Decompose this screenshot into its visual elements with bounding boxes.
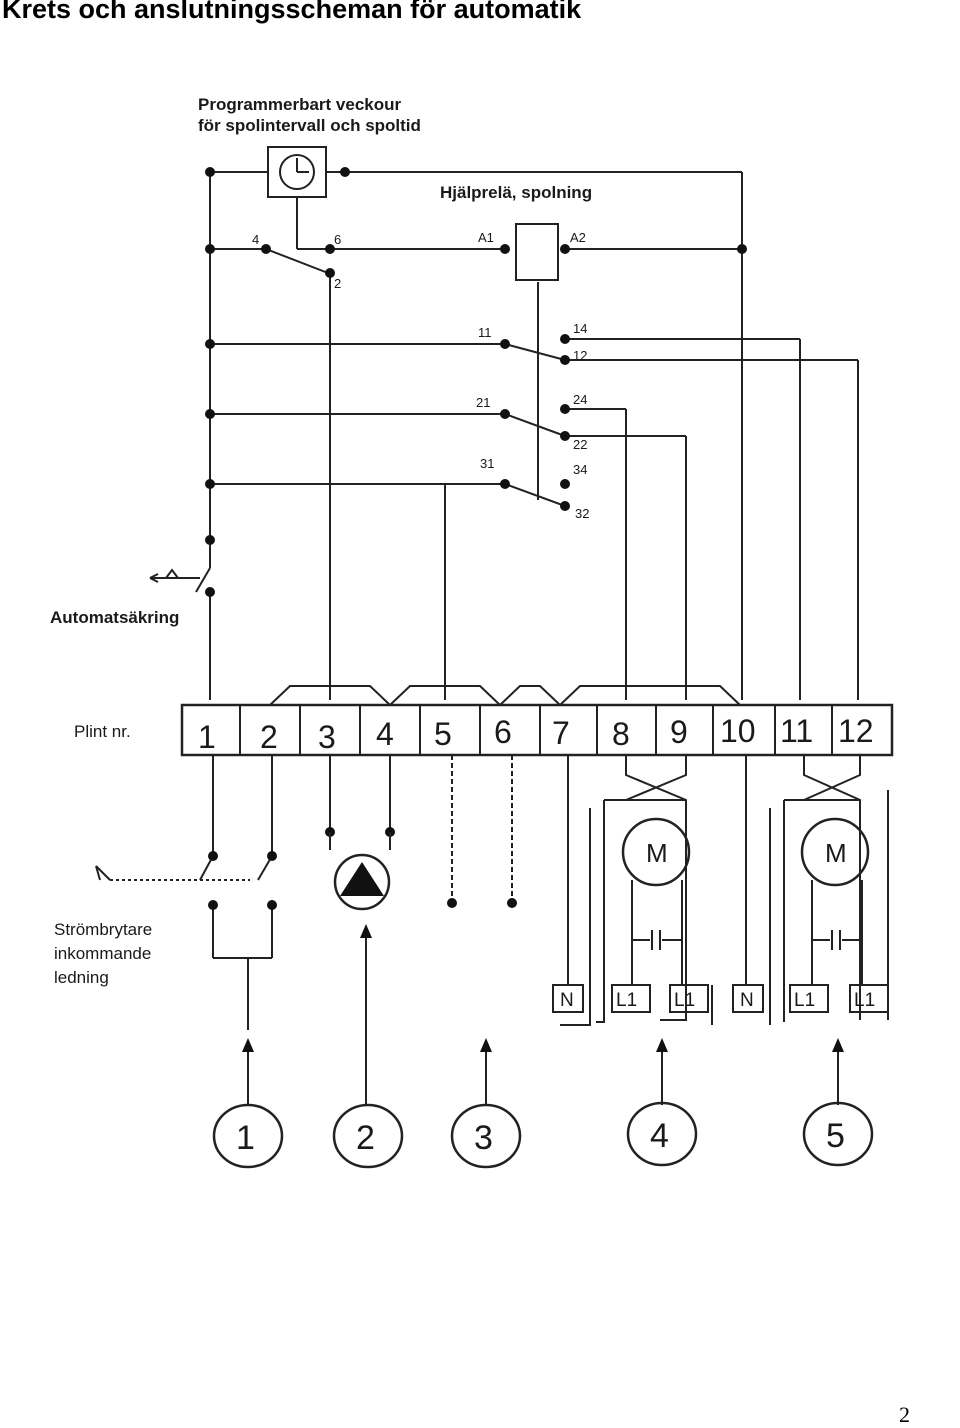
page-title: Krets och anslutningsscheman för automat…: [2, 0, 582, 24]
relay-pin-12: 12: [573, 348, 587, 363]
motor-1-label: M: [646, 838, 668, 868]
top-wiring: [149, 171, 859, 700]
relay-pin-a2: A2: [570, 230, 586, 245]
motor-icon: [621, 817, 691, 887]
terminal-10: 10: [720, 713, 756, 749]
relay-pin-14: 14: [573, 321, 587, 336]
relay-label: Hjälprelä, spolning: [440, 183, 592, 202]
terminal-row-label: Plint nr.: [74, 722, 131, 741]
circle-number-2: 2: [356, 1119, 375, 1157]
arrows: [242, 924, 844, 1105]
terminal-2: 2: [260, 719, 278, 755]
circle-number-4: 4: [650, 1117, 669, 1155]
connector-l1-a: L1: [616, 990, 637, 1011]
terminal-strip: [180, 703, 894, 757]
terminal-7: 7: [552, 715, 570, 751]
motor-connectors: [552, 984, 889, 1013]
terminal-4: 4: [376, 716, 394, 752]
page-number: 2: [899, 1402, 910, 1427]
switch-label-line3: ledning: [54, 968, 109, 987]
pump-icon: [325, 755, 395, 911]
terminal-3: 3: [318, 719, 336, 755]
wiring-dots: [205, 167, 747, 597]
motor-1-wiring: [560, 755, 713, 1026]
switch-label-line1: Strömbrytare: [54, 920, 152, 939]
relay-pin-24: 24: [573, 392, 587, 407]
motor-2-wiring: [745, 755, 889, 1025]
circle-number-3: 3: [474, 1119, 493, 1157]
connector-l1-d: L1: [854, 990, 875, 1011]
relay-pin-32: 32: [575, 506, 589, 521]
numbered-circles: [212, 1101, 874, 1169]
clock-icon: [267, 146, 327, 198]
terminal-8: 8: [612, 716, 630, 752]
motor-icon: [800, 817, 870, 887]
timer-label-line2: för spolintervall och spoltid: [198, 116, 421, 135]
relay-pin-21: 21: [476, 395, 490, 410]
incoming-switch: [95, 755, 277, 1030]
terminal-1: 1: [198, 719, 216, 755]
drops-5-6: [447, 755, 517, 908]
timer-pin-6: 6: [334, 232, 341, 247]
relay-pin-22: 22: [573, 437, 587, 452]
connector-l1-b: L1: [674, 990, 695, 1011]
motor-2-label: M: [825, 838, 847, 868]
terminal-12: 12: [838, 713, 874, 749]
terminal-5: 5: [434, 716, 452, 752]
terminal-6: 6: [494, 714, 512, 750]
relay-coil: [515, 223, 559, 281]
circle-number-1: 1: [236, 1119, 255, 1157]
timer-pin-4: 4: [252, 232, 259, 247]
switch-label-line2: inkommande: [54, 944, 151, 963]
connector-n-a: N: [560, 990, 574, 1011]
connector-n-b: N: [740, 990, 754, 1011]
relay-pin-34: 34: [573, 462, 587, 477]
terminal-11: 11: [780, 713, 813, 749]
relay-pin-a1: A1: [478, 230, 494, 245]
relay-pin-31: 31: [480, 456, 494, 471]
connector-l1-c: L1: [794, 990, 815, 1011]
relay-pin-11: 11: [478, 325, 492, 340]
timer-label-line1: Programmerbart veckour: [198, 95, 402, 114]
timer-pin-2: 2: [334, 276, 341, 291]
circle-number-5: 5: [826, 1117, 845, 1155]
terminal-9: 9: [670, 714, 688, 750]
breaker-label: Automatsäkring: [50, 608, 179, 627]
terminal-jumpers: [269, 685, 741, 706]
